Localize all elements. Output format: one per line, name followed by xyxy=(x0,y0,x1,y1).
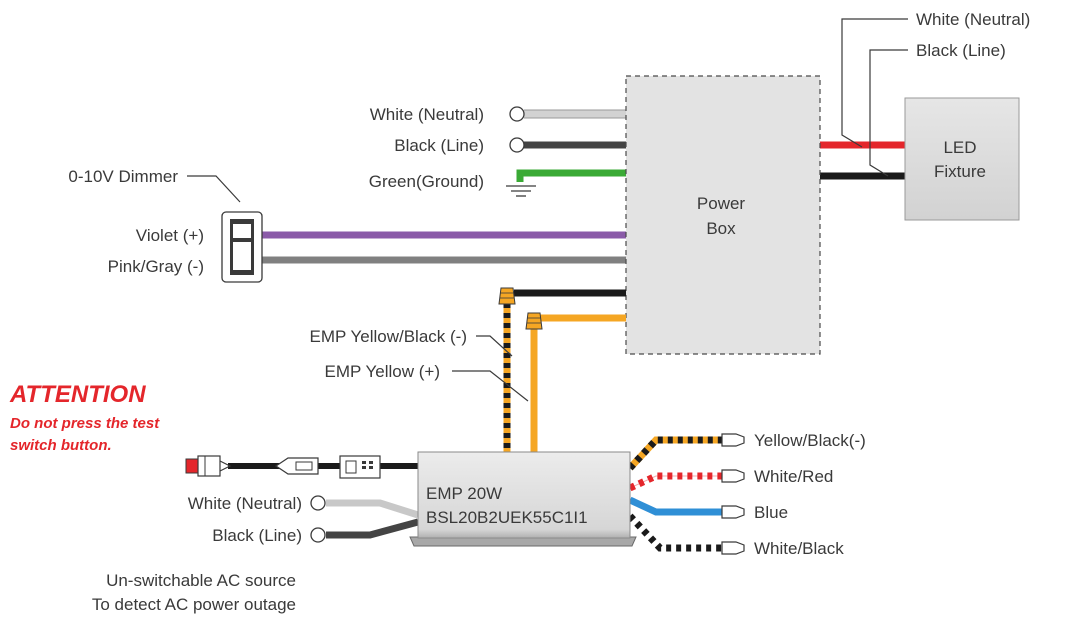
power-box-label-line2: Box xyxy=(706,219,736,238)
wire-terminal-icon xyxy=(721,469,745,483)
terminal-white-neutral-ac xyxy=(310,495,326,511)
terminal-black-line-input xyxy=(509,137,525,153)
wire-out-yellow-black xyxy=(627,436,722,471)
wire-terminal-icon xyxy=(721,505,745,519)
emp-unit-box xyxy=(417,451,631,539)
power-box-section: White (Neutral) Black (Line) Green(Groun… xyxy=(262,75,821,355)
label-emp-yellow: EMP Yellow (+) xyxy=(325,362,440,381)
label-black-line-input: Black (Line) xyxy=(394,136,484,155)
attention-line2: switch button. xyxy=(10,437,112,454)
label-black-line-top: Black (Line) xyxy=(916,41,1006,60)
label-out-blue: Blue xyxy=(754,503,788,522)
wire-out-white-red-outline xyxy=(629,475,722,489)
label-green-ground: Green(Ground) xyxy=(369,172,484,191)
test-switch-button-icon[interactable] xyxy=(185,458,199,474)
label-white-neutral-top: White (Neutral) xyxy=(916,10,1030,29)
label-emp-yellow-black: EMP Yellow/Black (-) xyxy=(310,327,467,346)
dimmer-section: 0-10V Dimmer Violet (+) Pink/Gray (-) xyxy=(68,167,263,283)
plug-connector-icon xyxy=(274,457,319,475)
ground-symbol-icon xyxy=(506,185,536,197)
terminal-black-line-ac xyxy=(310,527,326,543)
emp-unit-model-line2: BSL20B2UEK55C1I1 xyxy=(426,508,588,527)
label-white-neutral-input: White (Neutral) xyxy=(370,105,484,124)
ac-source-section: White (Neutral) Black (Line) Un-switchab… xyxy=(92,494,420,614)
ac-source-note-line2: To detect AC power outage xyxy=(92,595,296,614)
leader-black-line-top xyxy=(869,49,908,177)
emp-vertical-wires: EMP Yellow/Black (-) EMP Yellow (+) xyxy=(310,287,626,452)
leader-dimmer xyxy=(187,175,241,203)
leader-emp-yellow-black xyxy=(476,335,513,357)
led-fixture-section: White (Neutral) Black (Line) LED Fixture xyxy=(820,10,1030,221)
led-fixture-box xyxy=(904,97,1020,221)
dimmer-switch-icon xyxy=(221,211,263,283)
leader-emp-yellow xyxy=(452,370,529,402)
wire-out-white-black-stripes xyxy=(627,513,722,552)
label-violet: Violet (+) xyxy=(136,226,204,245)
test-switch-harness xyxy=(185,455,418,479)
power-box-label-line1: Power xyxy=(697,194,746,213)
label-pink-gray: Pink/Gray (-) xyxy=(108,257,204,276)
wire-terminal-icon xyxy=(721,433,745,447)
attention-line1: Do not press the test xyxy=(10,415,160,432)
emp-output-wires: Yellow/Black(-) White/Red Blue White/Bla… xyxy=(627,431,866,558)
led-fixture-label-line1: LED xyxy=(943,138,976,157)
label-dimmer: 0-10V Dimmer xyxy=(68,167,178,186)
label-out-white-black: White/Black xyxy=(754,539,844,558)
power-box xyxy=(625,75,821,355)
wire-out-white-red-stripes xyxy=(628,472,722,492)
ac-source-note-line1: Un-switchable AC source xyxy=(106,571,296,590)
label-out-yellow-black: Yellow/Black(-) xyxy=(754,431,866,450)
attention-title: ATTENTION xyxy=(9,381,146,408)
label-white-neutral-ac: White (Neutral) xyxy=(188,494,302,513)
label-out-white-red: White/Red xyxy=(754,467,833,486)
label-black-line-ac: Black (Line) xyxy=(212,526,302,545)
wire-white-neutral-ac xyxy=(326,499,420,519)
wire-black-line-ac xyxy=(326,518,419,539)
attention-note: ATTENTION Do not press the test switch b… xyxy=(9,381,160,454)
wire-nut-icon xyxy=(525,312,543,330)
led-fixture-label-line2: Fixture xyxy=(934,162,986,181)
wire-terminal-icon xyxy=(721,541,745,555)
leader-white-neutral-top xyxy=(841,18,908,148)
terminal-white-neutral-input xyxy=(509,106,525,122)
test-switch-body-icon xyxy=(197,455,221,477)
wire-out-blue xyxy=(628,496,722,516)
wire-out-yellow-black-stripes xyxy=(627,436,722,471)
socket-connector-icon xyxy=(339,455,381,479)
emp-unit-model-line1: EMP 20W xyxy=(426,484,502,503)
emp-unit: EMP 20W BSL20B2UEK55C1I1 xyxy=(409,451,637,547)
wire-nut-icon xyxy=(498,287,516,305)
wire-green-ground xyxy=(516,169,626,182)
